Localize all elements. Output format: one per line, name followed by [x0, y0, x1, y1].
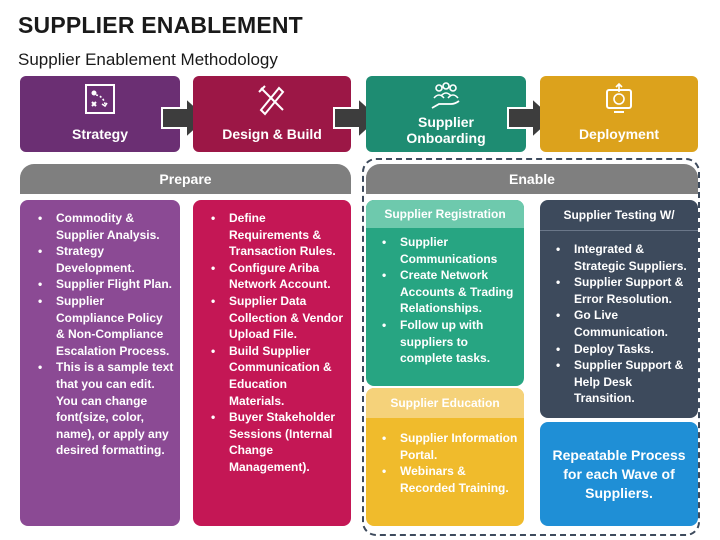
step-label-line: Onboarding — [406, 130, 486, 146]
page-subtitle: Supplier Enablement Methodology — [18, 50, 278, 69]
page-title: SUPPLIER ENABLEMENT — [18, 12, 303, 38]
strategy-icon — [85, 84, 115, 114]
list-item: Supplier Data Collection & Vendor Upload… — [211, 293, 345, 343]
registration-header: Supplier Registration — [366, 200, 524, 228]
list-item: Configure Ariba Network Account. — [211, 260, 345, 293]
list-item: Commodity & Supplier Analysis. — [38, 210, 174, 243]
prepare-header: Prepare — [20, 164, 351, 194]
list-item: Buyer Stakeholder Sessions (Internal Cha… — [211, 409, 345, 475]
deployment-icon — [606, 82, 632, 113]
list-item: Deploy Tasks. — [556, 341, 694, 358]
education-header: Supplier Education — [366, 388, 524, 418]
list-item: Webinars & Recorded Training. — [382, 463, 520, 496]
step-strategy: Strategy — [20, 76, 180, 152]
step-label: Strategy — [71, 126, 129, 142]
education-panel: Supplier Education Supplier Information … — [366, 388, 524, 526]
education-title: Supplier Education — [390, 396, 500, 410]
testing-title: Supplier Testing W/ — [563, 208, 675, 222]
list-item: Supplier Support & Error Resolution. — [556, 274, 694, 307]
step-label: Deployment — [578, 126, 660, 142]
list-item: Integrated & Strategic Suppliers. — [556, 241, 694, 274]
education-list: Supplier Information Portal. Webinars & … — [366, 418, 524, 496]
testing-header: Supplier Testing W/ — [540, 200, 698, 231]
list-item: Supplier Support & Help Desk Transition. — [556, 357, 694, 407]
step-label: Design & Build — [222, 126, 322, 142]
testing-list: Integrated & Strategic Suppliers. Suppli… — [540, 231, 698, 407]
list-item: Follow up with suppliers to complete tas… — [382, 317, 520, 367]
testing-panel: Supplier Testing W/ Integrated & Strateg… — [540, 200, 698, 418]
strategy-list: Commodity & Supplier Analysis. Strategy … — [34, 210, 174, 459]
list-item: Create Network Accounts & Trading Relati… — [382, 267, 520, 317]
enable-header: Enable — [366, 164, 698, 194]
list-item: Supplier Information Portal. — [382, 430, 520, 463]
design-tools-icon — [258, 85, 285, 116]
registration-list: Supplier Communications Create Network A… — [366, 228, 524, 367]
step-label: Supplier Onboarding — [406, 114, 485, 146]
enable-dashed-border — [362, 158, 700, 536]
step-supplier-onboarding: Supplier Onboarding — [366, 76, 526, 152]
step-label-line: Supplier — [417, 114, 474, 130]
list-item: Define Requirements & Transaction Rules. — [211, 210, 345, 260]
list-item: This is a sample text that you can edit.… — [38, 359, 174, 459]
repeatable-process-panel: Repeatable Process for each Wave of Supp… — [540, 422, 698, 526]
strategy-column: Commodity & Supplier Analysis. Strategy … — [20, 200, 180, 526]
list-item: Go Live Communication. — [556, 307, 694, 340]
list-item: Strategy Development. — [38, 243, 174, 276]
list-item: Supplier Compliance Policy & Non-Complia… — [38, 293, 174, 359]
registration-panel: Supplier Registration Supplier Communica… — [366, 200, 524, 386]
registration-title: Supplier Registration — [384, 207, 506, 221]
design-build-list: Define Requirements & Transaction Rules.… — [207, 210, 345, 476]
repeatable-process-text: Repeatable Process for each Wave of Supp… — [552, 446, 686, 501]
list-item: Supplier Flight Plan. — [38, 276, 174, 293]
step-design-build: Design & Build — [193, 76, 351, 152]
design-build-column: Define Requirements & Transaction Rules.… — [193, 200, 351, 526]
list-item: Build Supplier Communication & Education… — [211, 343, 345, 409]
people-hand-icon — [431, 82, 460, 109]
list-item: Supplier Communications — [382, 234, 520, 267]
step-deployment: Deployment — [540, 76, 698, 152]
